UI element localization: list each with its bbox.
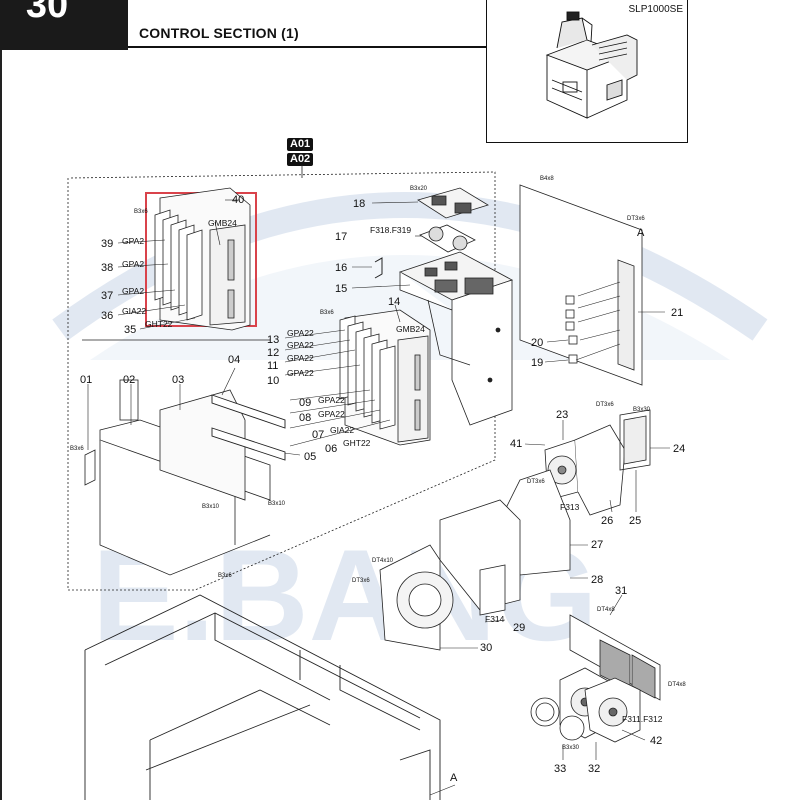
- screw-b3x6-b: B3x6: [320, 310, 334, 316]
- callout-04: 04: [228, 354, 240, 366]
- callout-01: 01: [80, 374, 92, 386]
- callout-38: 38: [101, 262, 113, 274]
- back-plate: [519, 184, 643, 386]
- callout-10: 10: [267, 375, 279, 387]
- label-gpa-b: GPA2: [122, 259, 144, 269]
- label-gia-top: GIA22: [122, 306, 146, 316]
- callout-41: 41: [510, 438, 522, 450]
- label-ght-06: GHT22: [343, 438, 371, 448]
- model-thumbnail-box: SLP1000SE: [486, 0, 688, 143]
- screw-b3x30-b: B3x30: [562, 745, 580, 751]
- label-gmb-top: GMB24: [208, 218, 237, 228]
- screw-dt3x6-a: DT3x6: [627, 216, 645, 222]
- label-gpa-10: GPA22: [287, 368, 314, 378]
- screw-dt4x8-a: DT4x8: [597, 607, 615, 613]
- callout-27: 27: [591, 539, 603, 551]
- screw-dt4x10: DT4x10: [372, 558, 394, 564]
- callout-39: 39: [101, 238, 113, 250]
- label-gpa-12: GPA22: [287, 340, 314, 350]
- label-gpa-11: GPA22: [287, 353, 314, 363]
- label-gpa-a: GPA2: [122, 236, 144, 246]
- callout-23: 23: [556, 409, 568, 421]
- callout-18: 18: [353, 198, 365, 210]
- rail-parts: [211, 394, 286, 461]
- label-f311: F311.F312: [622, 714, 663, 724]
- callout-32: 32: [588, 763, 600, 775]
- chassis-frame: [84, 379, 271, 576]
- label-gia-07: GIA22: [330, 425, 354, 435]
- label-gpa-08: GPA22: [318, 409, 345, 419]
- top-fan-assembly: [417, 187, 489, 253]
- lower-frame: [84, 594, 441, 800]
- screw-b3x30-a: B3x30: [633, 407, 651, 413]
- callout-35: 35: [124, 324, 136, 336]
- assembly-tag-a02: A02: [287, 153, 314, 166]
- label-gpa-09: GPA22: [318, 395, 345, 405]
- callout-36: 36: [101, 310, 113, 322]
- screw-b3x6-a: B3x6: [134, 209, 148, 215]
- callout-42: 42: [650, 735, 662, 747]
- screw-b3x6-c: B3x6: [70, 446, 84, 452]
- callout-30: 30: [480, 642, 492, 654]
- assembly-tag-a01: A01: [287, 138, 314, 151]
- callout-08: 08: [299, 412, 311, 424]
- callout-37: 37: [101, 290, 113, 302]
- callout-16: 16: [335, 262, 347, 274]
- label-f313: F313: [560, 502, 580, 512]
- ref-a-bottom: A: [450, 772, 458, 784]
- callout-13: 13: [267, 334, 279, 346]
- label-gpa-c: GPA2: [122, 286, 144, 296]
- callout-40: 40: [232, 194, 244, 206]
- callout-12: 12: [267, 347, 279, 359]
- ref-a-top: A: [637, 227, 645, 239]
- duct-assembly: [379, 499, 521, 651]
- side-fan-panel: [530, 614, 661, 743]
- board-stack-mid: [339, 309, 431, 446]
- callout-07: 07: [312, 429, 324, 441]
- screw-dt3x6-c: DT3x6: [527, 479, 545, 485]
- callout-33: 33: [554, 763, 566, 775]
- board-stack-top: [154, 187, 251, 331]
- section-title: CONTROL SECTION (1): [139, 25, 299, 41]
- printer-thumbnail-icon: [545, 11, 638, 119]
- callout-26: 26: [601, 515, 613, 527]
- callout-20: 20: [531, 337, 543, 349]
- callout-19: 19: [531, 357, 543, 369]
- callout-31: 31: [615, 585, 627, 597]
- callout-09: 09: [299, 397, 311, 409]
- callout-21: 21: [671, 307, 683, 319]
- callout-06: 06: [325, 443, 337, 455]
- label-f314: F314: [485, 614, 505, 624]
- screw-b3x6-d: B3x6: [218, 573, 232, 579]
- page-number-badge: 30: [0, 0, 128, 50]
- callout-29: 29: [513, 622, 525, 634]
- screw-dt3x6-b: DT3x6: [596, 402, 614, 408]
- callout-17: 17: [335, 231, 347, 243]
- label-f318: F318.F319: [370, 225, 411, 235]
- callout-11: 11: [267, 360, 278, 372]
- model-name: SLP1000SE: [628, 4, 684, 15]
- callout-02: 02: [123, 374, 135, 386]
- callout-24: 24: [673, 443, 685, 455]
- label-gpa-13: GPA22: [287, 328, 314, 338]
- assembly-boundary: [67, 171, 496, 591]
- title-underline: [128, 46, 486, 48]
- callout-28: 28: [591, 574, 603, 586]
- screw-dt3x6-d: DT3x6: [352, 578, 370, 584]
- callout-14: 14: [388, 296, 400, 308]
- screw-b3x20: B3x20: [410, 186, 428, 192]
- label-ght-top: GHT22: [145, 319, 173, 329]
- screw-dt4x8-b: DT4x8: [668, 682, 686, 688]
- callout-15: 15: [335, 283, 347, 295]
- callout-03: 03: [172, 374, 184, 386]
- callout-25: 25: [629, 515, 641, 527]
- page-left-border: [0, 0, 2, 800]
- callout-05: 05: [304, 451, 316, 463]
- screw-b3x10-a: B3x10: [202, 504, 220, 510]
- screw-b3x10-b: B3x10: [268, 501, 286, 507]
- card-cage: [398, 251, 514, 426]
- label-gmb-mid: GMB24: [396, 324, 425, 334]
- screw-b4x8: B4x8: [540, 176, 554, 182]
